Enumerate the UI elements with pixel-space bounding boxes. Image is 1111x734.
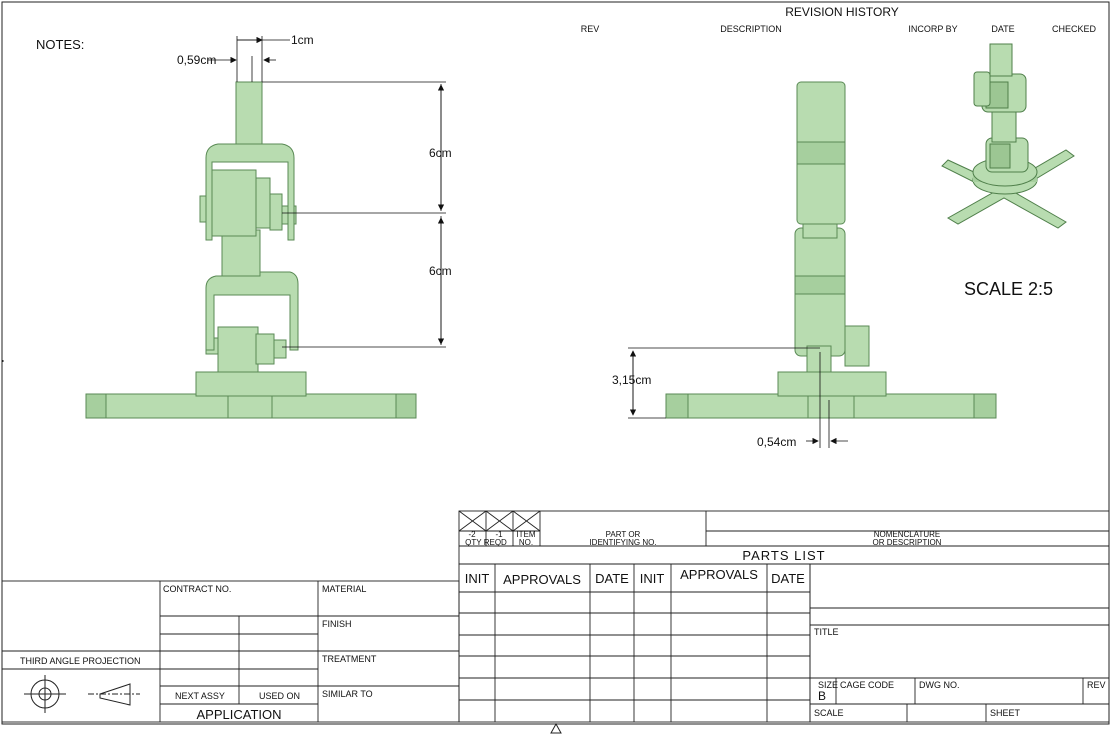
treatment-label: TREATMENT xyxy=(322,654,377,664)
application-label: APPLICATION xyxy=(196,707,282,722)
isometric-view xyxy=(941,43,1075,229)
dimension-lines xyxy=(208,36,848,448)
dim-side-height: 3,15cm xyxy=(612,373,652,387)
dwg-no-label: DWG NO. xyxy=(919,680,960,690)
table-grid xyxy=(1,510,1110,723)
approvals-init-1: INIT xyxy=(464,571,490,586)
title-label: TITLE xyxy=(814,627,839,637)
size-value: B xyxy=(818,689,827,703)
parts-item: ITEM xyxy=(516,530,536,539)
parts-part-line1: PART OR xyxy=(605,530,641,539)
dim-height-lower: 6cm xyxy=(429,264,452,278)
dim-height-upper: 6cm xyxy=(429,146,452,160)
parts-no: NO. xyxy=(518,538,534,547)
parts-qty-a: -2 xyxy=(468,530,476,539)
revision-col-checked: CHECKED xyxy=(1051,24,1097,34)
notes-label: NOTES: xyxy=(36,37,85,52)
sheet-label: SHEET xyxy=(990,708,1021,718)
similar-to-label: SIMILAR TO xyxy=(322,689,373,699)
parts-part-line2: IDENTIFYING NO. xyxy=(589,538,657,547)
approvals-date-2: DATE xyxy=(771,571,805,586)
scale-label: SCALE 2:5 xyxy=(964,279,1054,299)
approvals-init-2: INIT xyxy=(639,571,665,586)
dim-front-width-a: 1cm xyxy=(291,33,314,47)
revision-col-incorp-by: INCORP BY xyxy=(908,24,958,34)
revision-col-date: DATE xyxy=(991,24,1015,34)
parts-nom-line2: OR DESCRIPTION xyxy=(872,538,942,547)
revision-title: REVISION HISTORY xyxy=(785,5,899,19)
next-assy-label: NEXT ASSY xyxy=(175,691,225,701)
scale-field-label: SCALE xyxy=(814,708,844,718)
finish-label: FINISH xyxy=(322,619,352,629)
dim-side-offset: 0,54cm xyxy=(757,435,797,449)
projection-label: THIRD ANGLE PROJECTION xyxy=(20,656,141,666)
approvals-label-2: APPROVALS xyxy=(680,567,758,582)
material-label: MATERIAL xyxy=(322,584,367,594)
parts-qty-reqd: QTY REQD xyxy=(465,538,507,547)
side-view xyxy=(665,81,997,419)
revision-col-description: DESCRIPTION xyxy=(720,24,782,34)
used-on-label: USED ON xyxy=(259,691,301,701)
parts-list-title: PARTS LIST xyxy=(742,548,826,563)
contract-no-label: CONTRACT NO. xyxy=(163,584,232,594)
revision-col-rev: REV xyxy=(580,24,600,34)
parts-nom-line1: NOMENCLATURE xyxy=(873,530,941,539)
front-view xyxy=(85,81,417,419)
third-angle-projection-icon xyxy=(24,675,140,713)
parts-qty-b: -1 xyxy=(495,530,503,539)
dim-front-width-b: 0,59cm xyxy=(177,53,217,67)
approvals-label-1: APPROVALS xyxy=(503,572,581,587)
size-label: SIZE xyxy=(818,680,839,690)
approvals-date-1: DATE xyxy=(595,571,629,586)
rev-label: REV xyxy=(1087,680,1106,690)
cage-code-label: CAGE CODE xyxy=(840,680,895,690)
datum-triangle-icon xyxy=(550,722,562,734)
